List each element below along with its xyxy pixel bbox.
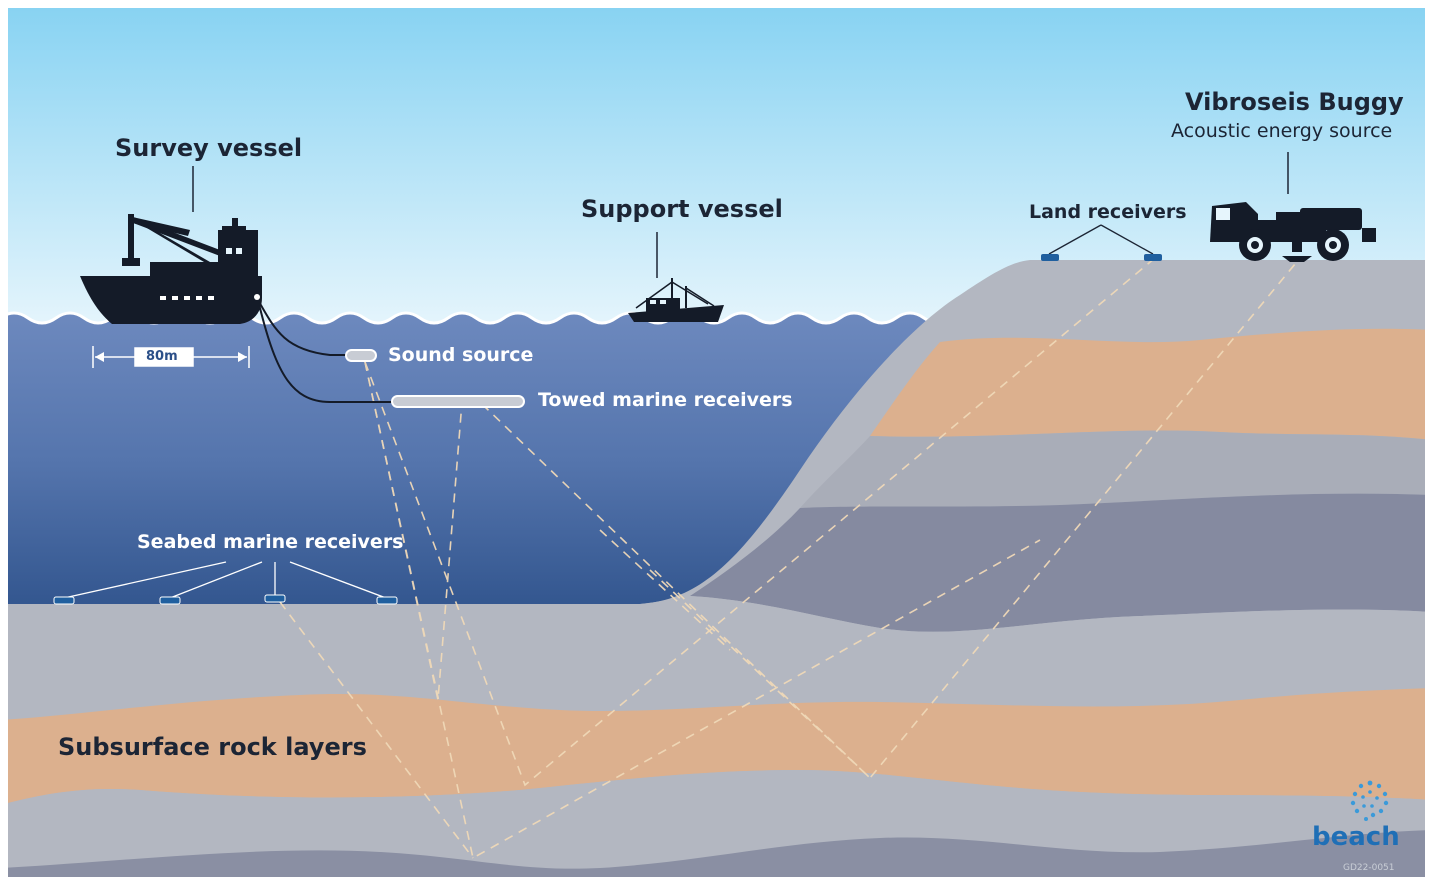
survey-vessel-icon (80, 214, 262, 324)
vibroseis-title: Vibroseis Buggy (1185, 88, 1404, 116)
land-grey-layer-middle (800, 430, 1425, 508)
towed-marine-receivers-label: Towed marine receivers (538, 389, 793, 411)
receiver-icon (53, 596, 75, 605)
receiver-icon (1041, 254, 1059, 261)
source-cable (257, 299, 350, 356)
survey-vessel-label: Survey vessel (115, 134, 303, 162)
receiver-icon (264, 594, 286, 603)
receiver-icon (1144, 254, 1162, 261)
receiver-icon (159, 596, 181, 605)
seabed-grey-layer (8, 596, 1425, 720)
scale-label: 80m (146, 349, 178, 364)
subsurface-rock-layers-label: Subsurface rock layers (58, 733, 367, 761)
beach-logo-text: beach (1312, 822, 1400, 852)
support-vessel-label: Support vessel (581, 195, 783, 223)
land-dark-layer (690, 493, 1425, 632)
support-vessel-icon (628, 278, 724, 322)
streamer-cable (257, 299, 394, 403)
diagram-code: GD22-0051 (1343, 863, 1395, 873)
sandstone-layer-lower (8, 688, 1425, 804)
dark-layer-bottom (8, 830, 1425, 877)
land-receivers (1041, 224, 1162, 261)
land-receivers-label: Land receivers (1029, 201, 1187, 223)
towed-marine-receivers-streamer (391, 395, 525, 408)
receiver-icon (376, 596, 398, 605)
vibroseis-buggy-icon (1210, 202, 1376, 262)
seabed-marine-receivers-label: Seabed marine receivers (137, 531, 404, 553)
seismic-ray-paths (279, 257, 1301, 860)
sound-source-label: Sound source (388, 344, 534, 366)
seabed-receivers (53, 561, 398, 605)
vibroseis-subtitle: Acoustic energy source (1171, 120, 1393, 142)
beach-logo-icon (1350, 780, 1389, 821)
sound-source (345, 349, 377, 362)
land-sandstone-layer-upper (870, 328, 1425, 440)
scale-bar (92, 346, 250, 368)
